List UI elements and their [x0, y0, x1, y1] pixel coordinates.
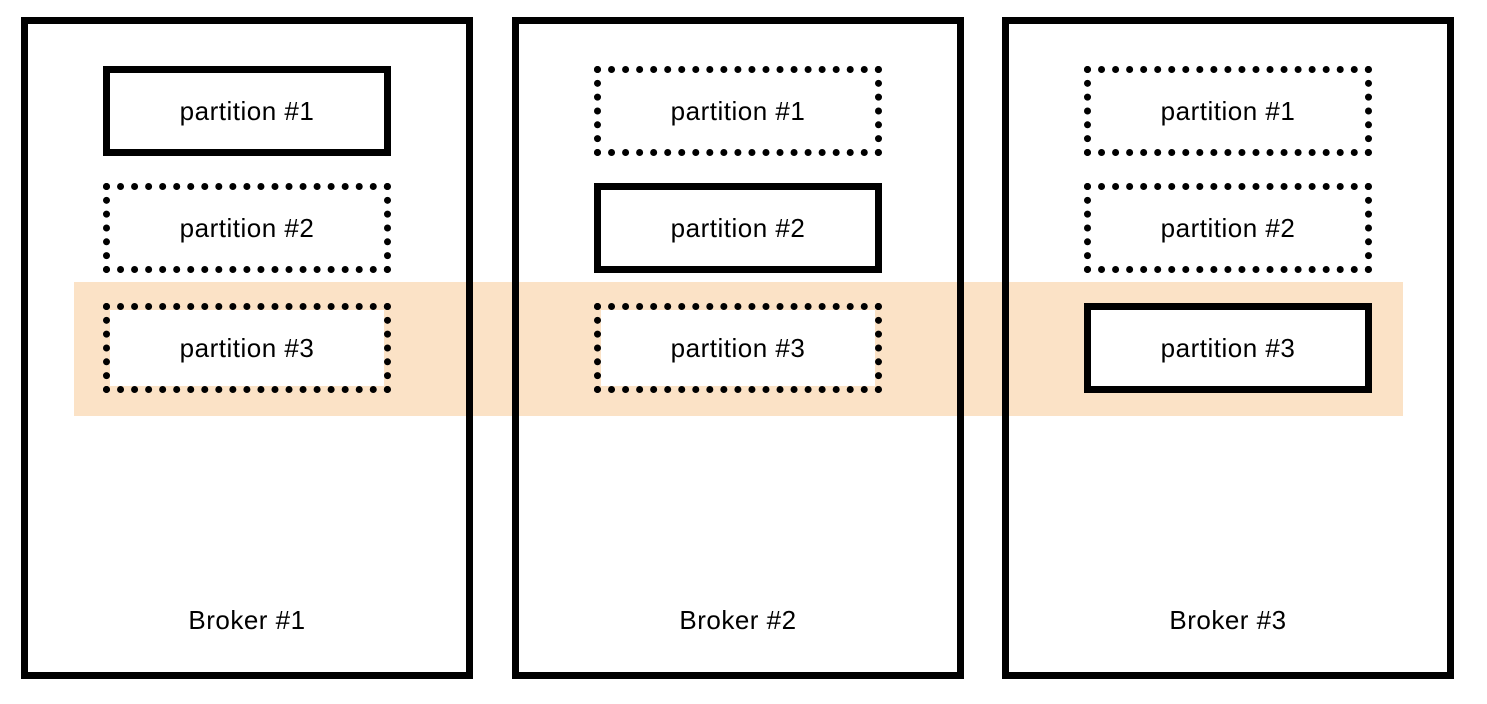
broker-box-1: partition #1 partition #2 partition #3 B… [21, 17, 473, 679]
partition-box: partition #1 [103, 66, 391, 156]
partition-label: partition #3 [670, 332, 806, 363]
partition-box: partition #3 [594, 303, 882, 393]
partition-label: partition #2 [179, 212, 315, 243]
partition-label: partition #2 [670, 212, 806, 243]
broker-label: Broker #2 [679, 605, 797, 635]
partition-box: partition #1 [1084, 66, 1372, 156]
broker-label: Broker #1 [188, 605, 306, 635]
partition-label: partition #3 [179, 332, 315, 363]
broker-box-2: partition #1 partition #2 partition #3 B… [512, 17, 964, 679]
partition-box: partition #1 [594, 66, 882, 156]
partition-label: partition #2 [1160, 212, 1296, 243]
partition-label: partition #1 [1160, 95, 1296, 126]
partition-box: partition #3 [1084, 303, 1372, 393]
broker-box-3: partition #1 partition #2 partition #3 B… [1002, 17, 1454, 679]
partition-label: partition #3 [1160, 332, 1296, 363]
partition-box: partition #2 [103, 183, 391, 273]
partition-box: partition #3 [103, 303, 391, 393]
partition-box: partition #2 [594, 183, 882, 273]
partition-box: partition #2 [1084, 183, 1372, 273]
partition-label: partition #1 [670, 95, 806, 126]
broker-label: Broker #3 [1169, 605, 1287, 635]
partition-label: partition #1 [179, 95, 315, 126]
